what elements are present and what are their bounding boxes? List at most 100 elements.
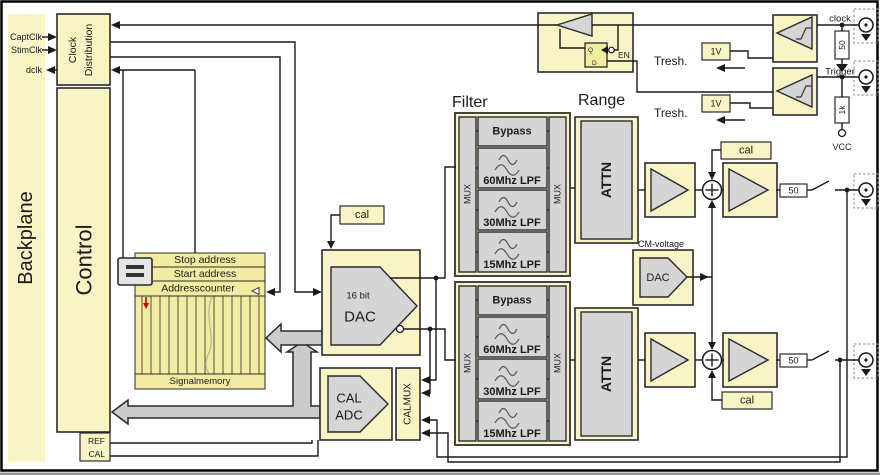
addresscounter-label: Addresscounter	[161, 283, 235, 295]
calmux-in1-arrow	[421, 376, 430, 384]
trigger-comparator-block: 1V Tresh.	[654, 67, 818, 124]
amp-a1-icon	[650, 167, 690, 213]
hysteresis-icon	[796, 85, 811, 98]
filter-a-mux-left	[458, 116, 477, 273]
mux-label: MUX	[553, 184, 563, 204]
dac-label: DAC	[344, 309, 376, 326]
backplane-block: Backplane CaptClk StimClk dclk	[8, 14, 45, 462]
attn-b-body	[580, 311, 633, 437]
range-heading: Range	[578, 92, 625, 109]
ref-label: REF	[88, 436, 105, 446]
ground-icon	[836, 64, 848, 72]
attn-a-block: ATTN	[574, 116, 639, 244]
clock-label: clock	[829, 14, 851, 25]
vcc-node	[837, 128, 847, 138]
mux-label: MUX	[463, 184, 473, 204]
ground-icon	[861, 34, 871, 41]
attn-b-block: ATTN	[574, 307, 639, 441]
clock-comparator-block: 1V Tresh.	[654, 14, 818, 72]
calmux-in4-arrow	[421, 429, 430, 437]
lpf15-label: 15Mhz LPF	[483, 428, 541, 440]
tresh-a-label: Tresh.	[654, 54, 688, 68]
bypass-label: Bypass	[492, 295, 531, 307]
output-switch-b	[811, 350, 830, 361]
output-switch-a	[811, 180, 830, 191]
amp-b2-icon	[728, 337, 770, 383]
thresh-a-adjust-arrow	[716, 64, 725, 72]
backplane-label: Backplane	[15, 191, 37, 284]
tresh-b-label: Tresh.	[654, 106, 688, 120]
calmux-in3-arrow	[421, 416, 430, 424]
lpf30-label: 30Mhz LPF	[483, 217, 541, 229]
control-block: Control	[56, 87, 111, 433]
cal-b-label: cal	[740, 395, 754, 407]
data-buses	[110, 322, 339, 426]
calmux-block: CALMUX	[395, 367, 421, 441]
calmux-in2-arrow	[421, 389, 430, 397]
signalmemory-block: Stop address Start address Addresscounte…	[117, 252, 266, 390]
calmux-label: CALMUX	[403, 383, 414, 425]
ff-clock-bubble	[608, 46, 615, 54]
signalmemory-row	[134, 373, 266, 390]
thresh-b-adjust-arrow	[716, 116, 725, 124]
clock-comparator-icon	[775, 15, 813, 51]
thresh-a-value: 1V	[710, 47, 721, 57]
dac-bits-label: 16 bit	[346, 291, 370, 302]
dac-cal-block: cal	[327, 205, 385, 249]
cm-voltage-label: CM-voltage	[638, 239, 684, 249]
signalmemory-label: Signalmemory	[170, 376, 231, 387]
start-address-label: Start address	[174, 268, 236, 280]
dac-cal-label: cal	[355, 209, 369, 221]
cal-adc-label-1: CAL	[336, 391, 361, 406]
amp-b1-icon	[650, 337, 690, 383]
thresh-b-value: 1V	[710, 99, 721, 109]
bypass-label: Bypass	[492, 126, 531, 138]
wires	[42, 21, 859, 463]
lpf15-label: 15Mhz LPF	[483, 259, 541, 271]
filter-a-taps	[476, 130, 549, 253]
cm-dac-block: CM-voltage DAC	[632, 239, 694, 306]
cm-down-arrow	[708, 342, 716, 350]
res-50-clock-label: 50	[837, 40, 847, 50]
memory-pointer-arrow	[143, 303, 149, 309]
backplane-body	[8, 14, 45, 462]
clock-distribution-block: Clock Distribution	[56, 13, 111, 86]
ff-clock-icon	[601, 46, 608, 54]
filter-b-lpf30	[477, 358, 548, 400]
calmux-box	[395, 367, 421, 441]
cm-dac-label: DAC	[646, 272, 669, 284]
dac-invert-bubble	[395, 324, 405, 334]
filter-bank-a: MUX MUX Bypass 60Mhz LPF 30Mhz LPF 15Mhz…	[454, 112, 571, 277]
control-bus	[110, 341, 321, 426]
cal-down-arrow	[327, 241, 335, 249]
ff-q-label: Q	[588, 47, 593, 54]
gated-clock-arrow	[111, 21, 120, 29]
cal-b-arrow	[708, 370, 716, 378]
dclk-label: dclk	[26, 65, 43, 75]
ground-icon	[861, 86, 871, 93]
output-chain-b: 50 cal	[644, 332, 808, 410]
filter-b-lpf60	[477, 316, 548, 358]
mux-label: MUX	[463, 353, 473, 373]
ref-cal-block: REF CAL	[79, 432, 111, 462]
filter-b-mux-right	[548, 285, 567, 442]
equals-icon-bar1	[126, 265, 144, 269]
ground-icon	[861, 199, 871, 206]
attn-a-body	[580, 120, 633, 240]
filter-heading: Filter	[452, 94, 488, 111]
res-50-a-label: 50	[788, 186, 798, 196]
filter-b-bypass	[477, 285, 548, 316]
trigger-input: Trigger 1k VCC	[825, 67, 855, 153]
clock-input: clock 50	[829, 14, 851, 72]
amp-a2-icon	[728, 167, 770, 213]
en-label: EN	[618, 50, 630, 60]
cm-out-arrow	[700, 273, 709, 281]
cal-a-arrow	[708, 172, 716, 180]
filter-b-taps	[476, 299, 549, 422]
stimclk-label: StimClk	[11, 45, 42, 55]
counter-clock-arrow	[266, 288, 275, 296]
trigger-comparator-icon	[775, 73, 813, 109]
hysteresis-icon	[796, 27, 811, 40]
cal-a-label: cal	[739, 145, 753, 157]
